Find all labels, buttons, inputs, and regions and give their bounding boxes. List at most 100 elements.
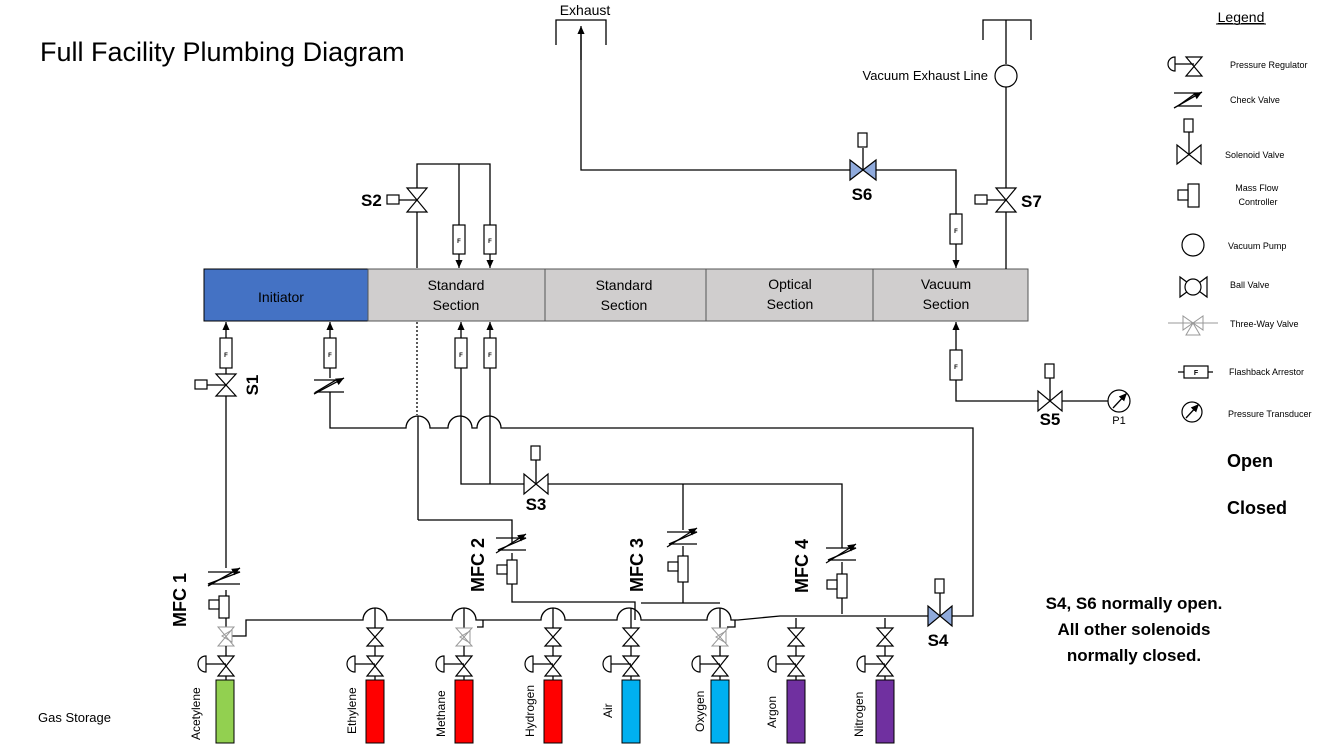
legend-mfc-line2: Controller (1238, 197, 1277, 207)
svg-text:F: F (954, 229, 958, 235)
label-acetylene: Acetylene (189, 687, 203, 740)
cylinder-acetylene[interactable] (215, 679, 235, 744)
s3-solenoid-valve[interactable]: S3 (523, 445, 549, 514)
pressure-transducer-icon (1181, 401, 1203, 423)
label-nitrogen: Nitrogen (852, 692, 866, 737)
cylinder-ethylene[interactable] (365, 679, 385, 744)
svg-text:F: F (457, 239, 461, 245)
legend-item-pressure-regulator: Pressure Regulator (1230, 60, 1308, 70)
standard-section-2-line2: Section (601, 297, 648, 313)
legend-item-pressure-transducer: Pressure Transducer (1228, 409, 1312, 419)
mfc-1[interactable]: MFC 1 (170, 573, 230, 627)
s1-label: S1 (243, 375, 262, 396)
legend: Legend Pressure Regulator Check Valve So… (1167, 9, 1312, 518)
cylinder-methane[interactable] (454, 679, 474, 744)
check-valve-icon (313, 377, 345, 395)
pressure-regulator-icon (691, 646, 730, 680)
mfc-4-label: MFC 4 (792, 539, 812, 593)
three-way-valve-icon (710, 627, 730, 647)
ball-valve-icon (1179, 275, 1208, 299)
pressure-regulator-icon (602, 646, 641, 680)
cylinder-valves (365, 627, 895, 647)
pressure-transducer-p1[interactable]: P1 (1107, 389, 1131, 427)
solenoid-valve-icon (1176, 118, 1202, 166)
s6-solenoid-valve[interactable]: S6 (849, 132, 877, 204)
s1-solenoid-valve[interactable]: S1 (194, 373, 262, 397)
standard-section-1-line2: Section (433, 297, 480, 313)
mfc-3[interactable]: MFC 3 (627, 538, 689, 592)
mfc-2-label: MFC 2 (468, 538, 488, 592)
gas-cylinders: Acetylene Ethylene Methane Hydrogen Air … (189, 679, 895, 744)
mfc-2[interactable]: MFC 2 (468, 538, 518, 592)
vacuum-section-line1: Vacuum (921, 276, 971, 292)
initiator-section (203, 268, 369, 322)
pressure-regulators (197, 646, 895, 680)
svg-text:F: F (328, 353, 332, 359)
optical-section-line1: Optical (768, 276, 812, 292)
optical-section-line2: Section (767, 296, 814, 312)
flashback-arrestor-icon: F (452, 220, 466, 255)
s2-label: S2 (361, 191, 382, 210)
label-methane: Methane (434, 690, 448, 737)
s5-solenoid-valve[interactable]: S5 (1037, 363, 1063, 429)
vacuum-pump-icon (1181, 233, 1205, 257)
label-hydrogen: Hydrogen (523, 685, 537, 737)
check-valve-icon (825, 543, 857, 564)
vacuum-section (872, 268, 1029, 322)
legend-mfc-line1: Mass Flow (1235, 183, 1279, 193)
legend-item-three-way-valve: Three-Way Valve (1230, 319, 1299, 329)
s7-label: S7 (1021, 192, 1042, 211)
s5-label: S5 (1040, 410, 1061, 429)
three-way-valve-icon (216, 626, 236, 647)
pressure-regulator-icon (767, 646, 806, 680)
label-argon: Argon (765, 696, 779, 728)
cylinder-oxygen[interactable] (710, 679, 730, 744)
label-oxygen: Oxygen (693, 691, 707, 732)
s7-solenoid-valve[interactable]: S7 (974, 187, 1042, 213)
legend-item-flashback-arrestor: Flashback Arrestor (1229, 367, 1304, 377)
pressure-regulator-icon (197, 646, 236, 680)
svg-text:F: F (459, 353, 463, 359)
check-valves (207, 377, 857, 587)
mfc-4[interactable]: MFC 4 (792, 539, 848, 599)
exhaust-line (580, 28, 850, 171)
pressure-regulator-icon (435, 646, 474, 680)
mfc-1-label: MFC 1 (170, 573, 190, 627)
flashback-arrestor-icon: F (323, 337, 337, 369)
flashback-arrestor-icon: F (454, 337, 468, 369)
cylinder-air[interactable] (621, 679, 641, 744)
legend-title: Legend (1218, 9, 1265, 25)
flashback-arrestors: F F F F F F F F (219, 210, 963, 381)
check-valve-icon (207, 567, 241, 587)
legend-item-check-valve: Check Valve (1230, 95, 1280, 105)
standard-section-1-line1: Standard (428, 277, 485, 293)
gas-storage-label: Gas Storage (38, 710, 111, 725)
label-ethylene: Ethylene (345, 687, 359, 734)
cylinder-nitrogen[interactable] (875, 679, 895, 744)
standard-section-2-line1: Standard (596, 277, 653, 293)
cylinder-argon[interactable] (786, 679, 806, 744)
exhaust-label: Exhaust (560, 2, 611, 18)
vacuum-section-line2: Section (923, 296, 970, 312)
s4-solenoid-valve[interactable]: S4 (927, 578, 953, 650)
cylinder-hydrogen[interactable] (543, 679, 563, 744)
check-valve-icon (666, 527, 698, 548)
flashback-arrestor-icon: F (949, 338, 963, 381)
s2-solenoid-valve[interactable]: S2 (361, 187, 429, 213)
standard-section-2 (544, 268, 707, 322)
legend-item-ball-valve: Ball Valve (1230, 280, 1269, 290)
initiator-label: Initiator (258, 289, 304, 305)
label-air: Air (601, 703, 615, 718)
check-valve-icon (1173, 91, 1203, 109)
p1-label: P1 (1112, 415, 1125, 427)
vacuum-pump-icon (994, 64, 1018, 88)
flashback-arrestor-icon: F (1178, 365, 1213, 379)
three-way-valves (216, 626, 730, 647)
flashback-arrestor-icon: F (483, 220, 497, 255)
pressure-regulator-icon (856, 646, 895, 680)
s4-label: S4 (928, 631, 949, 650)
standard-section-1 (367, 268, 546, 322)
svg-text:F: F (954, 365, 958, 371)
note-line-1: S4, S6 normally open. (1046, 594, 1223, 613)
